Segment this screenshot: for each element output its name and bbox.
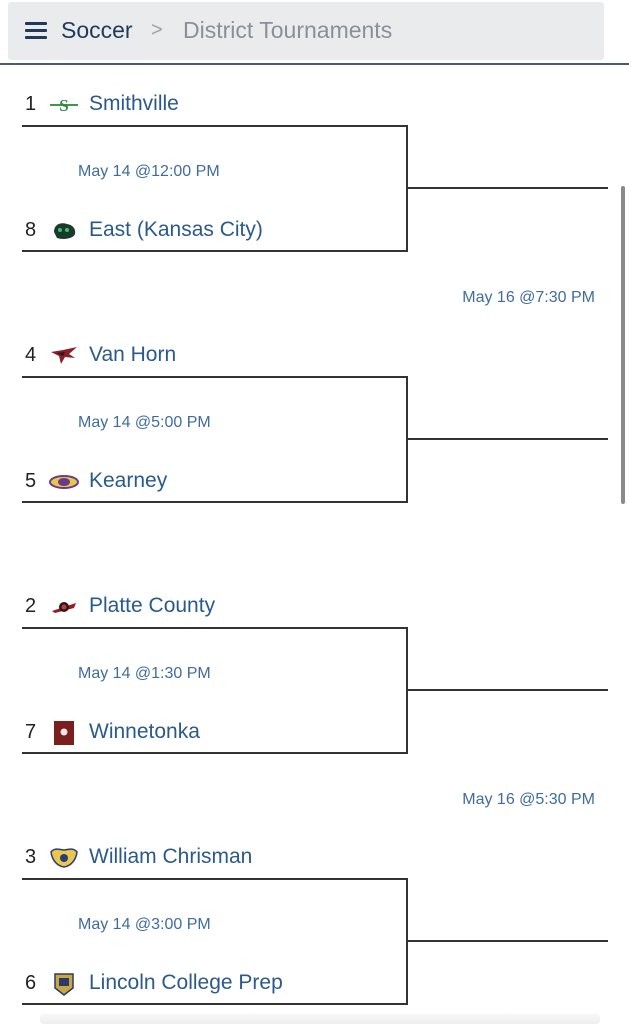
team-link[interactable]: Platte County (89, 594, 216, 617)
hamburger-menu-icon[interactable] (25, 22, 47, 40)
van-horn-logo (51, 347, 77, 364)
vertical-scrollbar[interactable] (621, 186, 625, 504)
team-link[interactable]: Winnetonka (89, 720, 200, 743)
bracket-line (22, 752, 408, 754)
team-seed: 3 (25, 846, 37, 868)
team-seed: 7 (25, 721, 37, 743)
platte-county-logo (52, 602, 76, 613)
team-seed: 5 (25, 470, 37, 492)
svg-text:S: S (59, 96, 68, 115)
winnetonka-logo (54, 721, 74, 745)
bracket-line (22, 1003, 408, 1005)
team-seed: 1 (25, 93, 37, 115)
team-link[interactable]: East (Kansas City) (89, 218, 263, 241)
semifinal-time: May 16 @7:30 PM (462, 289, 595, 306)
top-header: Soccer > District Tournaments (0, 0, 629, 65)
game-time: May 14 @1:30 PM (78, 665, 211, 682)
game-time: May 14 @5:00 PM (78, 414, 211, 431)
bracket-line (406, 940, 608, 942)
bracket-line (406, 689, 608, 691)
team-seed: 8 (25, 219, 37, 241)
breadcrumb-separator: > (151, 19, 163, 41)
william-chrisman-logo (50, 848, 78, 868)
team-seed: 6 (25, 972, 37, 994)
bracket-line (22, 250, 408, 252)
team-link[interactable]: Van Horn (89, 343, 177, 366)
team-link[interactable]: Kearney (89, 469, 168, 492)
game-time: May 14 @12:00 PM (78, 163, 220, 180)
bracket-line (406, 187, 608, 189)
kearney-logo (49, 475, 79, 489)
bracket-line (22, 125, 408, 127)
team-seed: 4 (25, 344, 37, 366)
header-divider (0, 63, 629, 65)
team-link[interactable]: Smithville (89, 92, 179, 115)
breadcrumb-bar (8, 2, 604, 60)
smithville-logo: S (50, 96, 78, 115)
bracket-line (22, 501, 408, 503)
semifinal-time: May 16 @5:30 PM (462, 791, 595, 808)
bracket-line (22, 878, 408, 880)
bottom-edge (40, 1014, 600, 1024)
lincoln-college-prep-logo (54, 973, 74, 996)
team-seed: 2 (25, 595, 37, 617)
team-link[interactable]: William Chrisman (89, 845, 253, 868)
breadcrumb-current-page: District Tournaments (183, 17, 393, 43)
game-time: May 14 @3:00 PM (78, 916, 211, 933)
bracket-line (406, 438, 608, 440)
east-kansas-city-logo (54, 223, 76, 239)
bracket-line (22, 627, 408, 629)
team-link[interactable]: Lincoln College Prep (89, 971, 283, 994)
breadcrumb-soccer[interactable]: Soccer (61, 17, 133, 43)
bracket-line (22, 376, 408, 378)
